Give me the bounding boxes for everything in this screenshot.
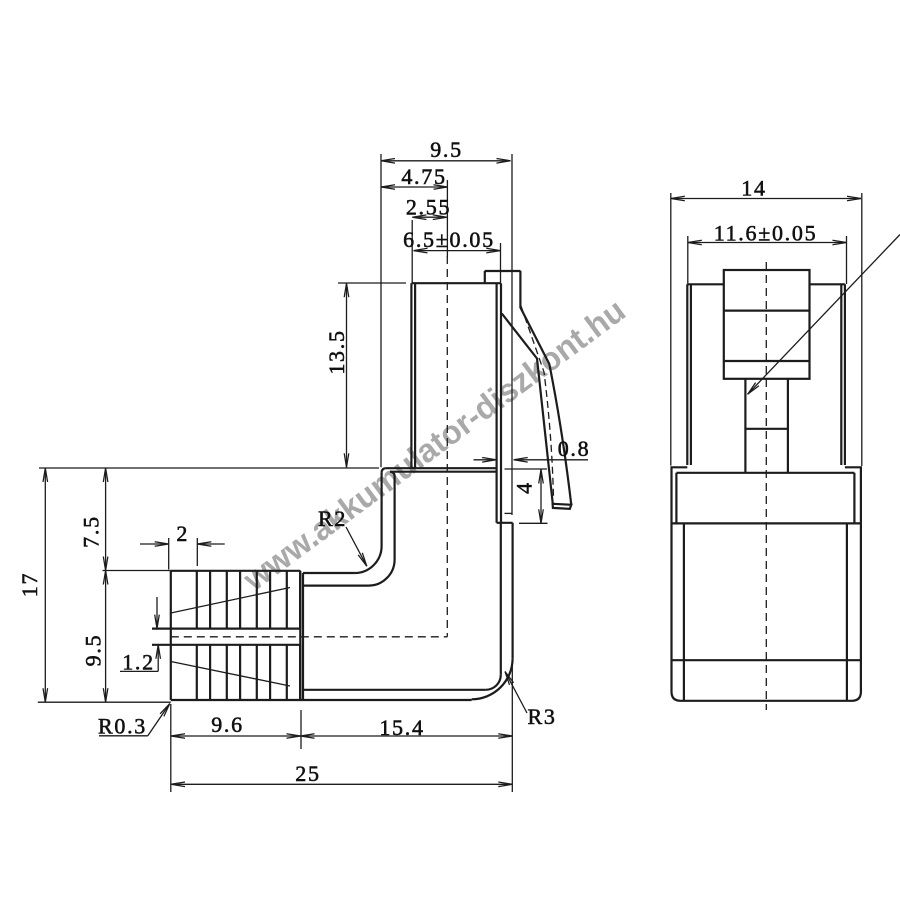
svg-text:R2: R2 [318, 506, 347, 531]
svg-text:7.5: 7.5 [79, 515, 104, 548]
svg-text:13.5: 13.5 [324, 329, 349, 374]
svg-text:25: 25 [295, 761, 320, 786]
svg-text:9.5: 9.5 [430, 137, 463, 162]
svg-text:11.6±0.05: 11.6±0.05 [714, 221, 818, 246]
svg-text:9.6: 9.6 [211, 712, 244, 737]
svg-text:R3: R3 [527, 704, 556, 729]
svg-text:17: 17 [17, 572, 42, 597]
svg-text:1.2: 1.2 [122, 650, 155, 675]
svg-text:R0.3: R0.3 [98, 714, 147, 739]
svg-text:2.55: 2.55 [406, 195, 451, 220]
svg-text:2: 2 [176, 521, 189, 546]
svg-text:9.5: 9.5 [80, 634, 105, 667]
svg-text:14: 14 [741, 176, 766, 201]
svg-text:0.8: 0.8 [558, 436, 591, 461]
svg-text:6.5±0.05: 6.5±0.05 [403, 227, 495, 252]
svg-text:4: 4 [512, 481, 537, 494]
